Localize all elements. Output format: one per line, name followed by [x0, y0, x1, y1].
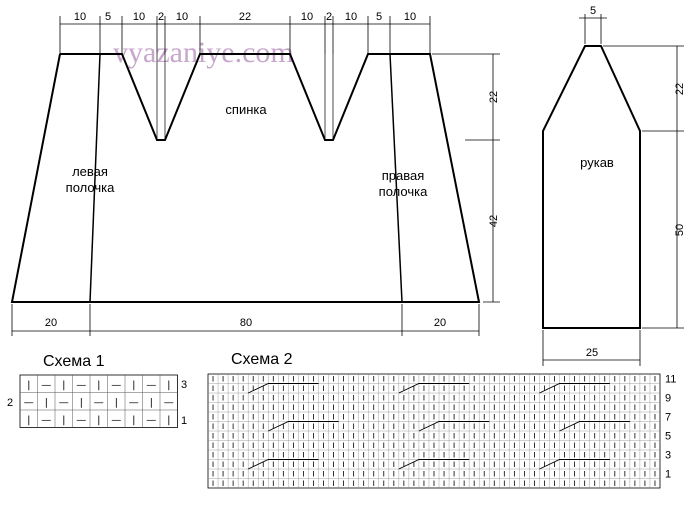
stitch-symbol: |: [132, 380, 135, 391]
side-dim-upper: 22: [488, 91, 500, 103]
scheme1-label-1: 1: [181, 415, 187, 427]
top-dim-3: 2: [158, 11, 164, 23]
body-piece: [10, 53, 481, 303]
top-dim-5: 22: [239, 11, 251, 23]
stitch-symbol: —: [146, 380, 156, 391]
cable-cross-symbol: [247, 383, 319, 394]
stitch-symbol: —: [94, 397, 104, 408]
sleeve-side-dim-lower: 50: [674, 224, 686, 236]
scheme2-row-label: 7: [665, 412, 671, 424]
stitch-symbol: —: [76, 415, 86, 426]
cable-cross-symbol: [559, 421, 630, 432]
scheme2-row-label: 11: [665, 374, 676, 386]
back-label: спинка: [225, 102, 267, 117]
sleeve-label: рукав: [580, 155, 614, 170]
stitch-symbol: |: [115, 397, 118, 408]
cable-cross-symbol: [398, 459, 470, 470]
scheme1-grid: | — | — | — | — | — | — | — | — | — | — | — | — | — |: [19, 374, 178, 428]
stitch-symbol: |: [62, 415, 65, 426]
scheme2-row-labels: 11 9 7 5 3 1: [665, 374, 676, 481]
top-dim-1: 5: [105, 11, 111, 23]
scheme2-row-label: 9: [665, 393, 671, 405]
cable-cross-symbol: [268, 421, 339, 432]
scheme1-title: Схема 1: [43, 353, 105, 370]
left-front-label-2: полочка: [66, 180, 115, 195]
sleeve-side-dim-upper: 22: [674, 83, 686, 95]
cable-cross-symbol: [539, 459, 610, 470]
sleeve-dimensions: [542, 14, 684, 366]
stitch-symbol: |: [62, 380, 65, 391]
scheme2-row-label: 1: [665, 469, 671, 481]
stitch-symbol: |: [45, 397, 48, 408]
stitch-symbol: |: [97, 415, 100, 426]
top-dim-10: 10: [404, 11, 416, 23]
stitch-symbol: |: [80, 397, 83, 408]
top-dim-4: 10: [176, 11, 188, 23]
side-dim-lower: 42: [488, 215, 500, 227]
stitch-symbol: —: [129, 397, 139, 408]
body-bottom-dimensions: [11, 304, 480, 336]
top-dim-7: 2: [326, 11, 332, 23]
scheme1-label-3: 3: [181, 379, 187, 391]
stitch-symbol: |: [167, 415, 170, 426]
stitch-symbol: |: [27, 415, 30, 426]
scheme2-grid: [207, 373, 661, 489]
scheme1-label-2: 2: [7, 397, 13, 409]
body-top-dimensions: [59, 16, 431, 54]
top-dim-9: 5: [376, 11, 382, 23]
left-front-divider: [89, 53, 101, 303]
stitch-symbol: |: [167, 380, 170, 391]
bottom-dim-left: 20: [45, 317, 57, 329]
stitch-symbol: —: [24, 397, 34, 408]
stitch-symbol: —: [111, 380, 121, 391]
cable-cross-symbol: [247, 459, 319, 470]
cable-cross-symbol: [398, 383, 470, 394]
bottom-dim-right: 20: [434, 317, 446, 329]
scheme2-row-label: 5: [665, 431, 671, 443]
cable-cross-symbol: [418, 421, 490, 432]
stitch-symbol: —: [111, 415, 121, 426]
scheme2-title: Схема 2: [231, 351, 293, 368]
stitch-symbol: —: [41, 380, 51, 391]
sleeve-bottom-dim: 25: [586, 347, 598, 359]
stitch-symbol: —: [59, 397, 69, 408]
stitch-symbol: |: [27, 380, 30, 391]
stitch-symbol: —: [76, 380, 86, 391]
stitch-symbol: |: [97, 380, 100, 391]
stitch-symbol: —: [164, 397, 174, 408]
sleeve-top-dim: 5: [590, 5, 596, 17]
right-front-divider: [389, 53, 403, 303]
top-dim-8: 10: [345, 11, 357, 23]
watermark: vyazaniye.com: [113, 36, 294, 69]
bottom-dim-center: 80: [240, 317, 252, 329]
sleeve-outline: [542, 45, 641, 329]
right-front-label-2: полочка: [379, 184, 428, 199]
top-dim-0: 10: [74, 11, 86, 23]
stitch-symbol: |: [132, 415, 135, 426]
body-side-dimensions: [432, 53, 500, 303]
scheme2-row-label: 3: [665, 450, 671, 462]
right-front-label-1: правая: [382, 168, 425, 183]
top-dim-6: 10: [301, 11, 313, 23]
stitch-symbol: —: [146, 415, 156, 426]
cable-cross-symbol: [539, 383, 610, 394]
top-dim-2: 10: [133, 11, 145, 23]
left-front-label-1: левая: [72, 164, 108, 179]
stitch-symbol: |: [150, 397, 153, 408]
stitch-symbol: —: [41, 415, 51, 426]
